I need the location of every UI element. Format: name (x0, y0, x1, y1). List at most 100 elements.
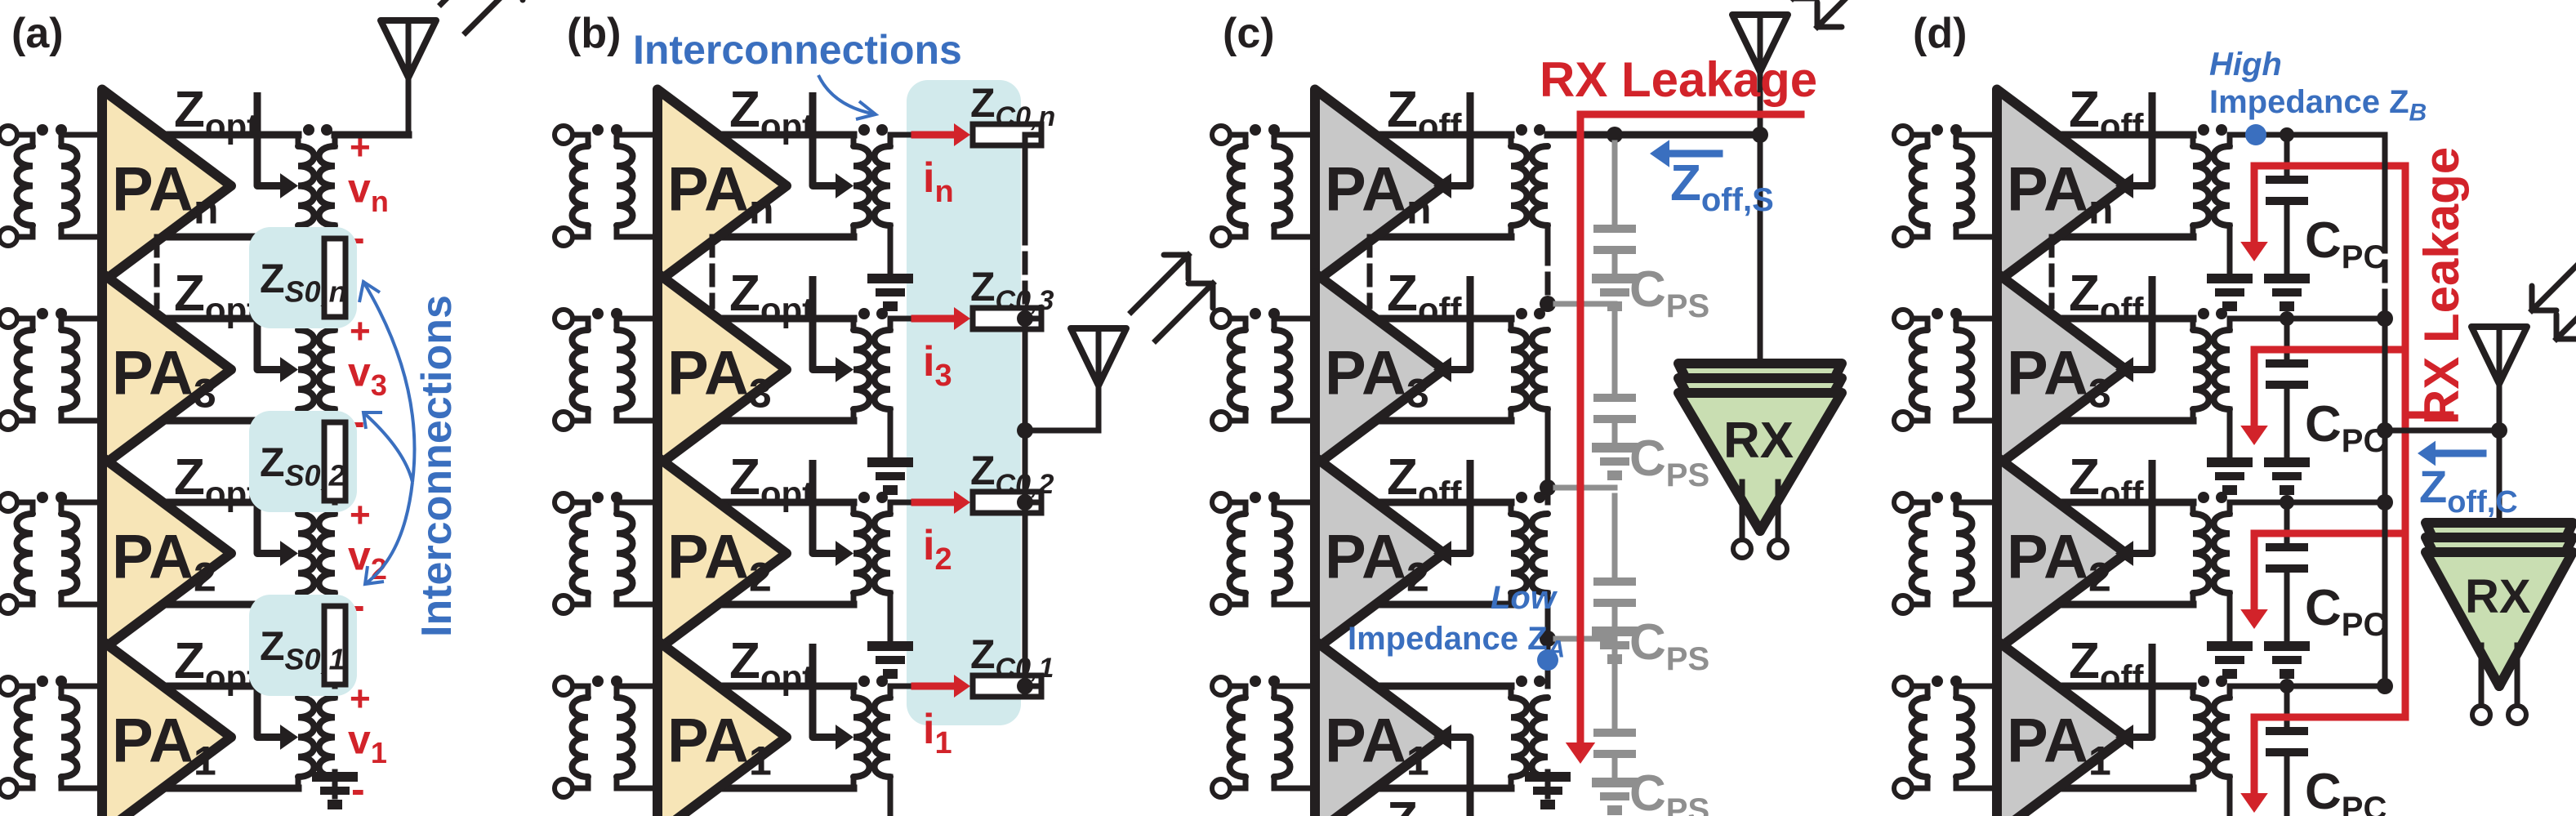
polarity-dot (2198, 492, 2209, 503)
ground-bar-2 (2215, 656, 2244, 664)
ground-symbol (867, 274, 913, 311)
pa-label-sub: 2 (194, 555, 216, 600)
wire (17, 409, 36, 424)
impedance-label-sub: opt (760, 106, 813, 145)
capacitor-label: CPS (1629, 614, 1709, 677)
ground-symbol (2264, 274, 2310, 311)
ground-bar-1 (2207, 457, 2253, 467)
leakage-arrow-head (2240, 609, 2268, 629)
pa-label: PAn (667, 155, 773, 233)
polarity-dot (2198, 308, 2209, 319)
pa-label-main: PA (2007, 523, 2088, 592)
wire (58, 777, 102, 791)
input-transformer-primary (13, 143, 36, 229)
impedance-label-main: Z (2069, 82, 2100, 138)
junction-dot (1540, 296, 1556, 312)
output-transformer-secondary (2210, 327, 2233, 412)
voltage-label: vn (348, 166, 389, 219)
pa-label-main: PA (1325, 707, 1406, 776)
capacitor-label-main: C (1629, 430, 1666, 487)
wire (17, 132, 36, 146)
panel-label: (a) (11, 10, 64, 57)
wire (613, 225, 657, 240)
wire (1953, 132, 1997, 146)
radiation-arrow (1127, 251, 1192, 316)
capacitor-plate-top (2266, 359, 2308, 368)
ground-bar-3 (1607, 470, 1622, 480)
impedance-label-main: Z (1387, 265, 1418, 322)
capacitor (1593, 729, 1636, 758)
pa-label-sub: 3 (1406, 371, 1429, 417)
interconnections-annotation: Interconnections (413, 295, 461, 637)
capacitor-label: CPS (1629, 430, 1709, 493)
current-label-sub: 1 (934, 726, 952, 760)
rx-block: RX (1674, 359, 1847, 560)
input-terminal-minus (1210, 225, 1232, 248)
wire (1450, 276, 1474, 373)
impedance-label-main: Z (729, 82, 760, 138)
input-transformer-secondary (58, 143, 81, 229)
incoming-arrow (1813, 0, 1848, 31)
output-transformer-secondary (1528, 143, 1551, 229)
combiner-impedance-label-main: Z (970, 80, 996, 126)
rx-triangle (2421, 547, 2576, 691)
input-terminal-minus (552, 593, 575, 616)
impedance-note-line2-main: Impedance Z (2209, 84, 2409, 120)
rx-leakage-label: RX Leakage (2414, 147, 2469, 425)
ground-bar-1 (1592, 778, 1638, 787)
wire (58, 315, 102, 330)
wire (613, 315, 657, 330)
capacitor (1593, 577, 1636, 607)
wire (1912, 409, 1931, 424)
pa-label-sub: 3 (2088, 371, 2111, 417)
current-label-main: i (923, 706, 934, 753)
pa-label-sub: n (2088, 187, 2114, 233)
wire (58, 593, 102, 608)
ground-bar-1 (1592, 274, 1638, 283)
output-transformer-primary (850, 327, 873, 412)
voltage-label-main: v (348, 166, 371, 212)
input-transformer-primary (1908, 327, 1931, 412)
pa-triangle (1310, 635, 1449, 816)
capacitor-label-main: C (1629, 261, 1666, 318)
wire (1230, 683, 1249, 698)
antenna-icon (2468, 262, 2576, 395)
wire (573, 132, 591, 146)
impedance-label-main: Z (2069, 633, 2100, 689)
output-transformer-secondary (315, 511, 338, 596)
polarity-dot (1932, 492, 1943, 503)
impedance-note-line2: Impedance ZA (1348, 621, 1565, 663)
wire (809, 460, 837, 557)
input-terminal-minus (1210, 777, 1232, 800)
wire (1271, 593, 1315, 608)
ground-bar-3 (328, 800, 342, 809)
ground-bar-2 (876, 472, 905, 480)
input-transformer-secondary (613, 511, 636, 596)
rx-label: RX (2465, 570, 2531, 623)
ground-bar-3 (2280, 301, 2294, 311)
wire (1912, 225, 1931, 240)
output-transformer-secondary (871, 327, 894, 412)
input-transformer-secondary (1271, 143, 1294, 229)
impedance-note-line1: High (2209, 47, 2282, 82)
annotation-arrow (817, 74, 876, 116)
capacitor-plate-top (2266, 176, 2308, 184)
polarity-dot (1250, 676, 1261, 687)
polarity-dot (876, 124, 888, 136)
voltage-label-main: v (348, 717, 371, 763)
impedance-note-line2: Impedance ZB (2209, 84, 2427, 127)
wire (613, 777, 657, 791)
impedance-label: Zopt (174, 449, 258, 512)
polarity-dot (37, 492, 48, 503)
polarity-dot (1250, 492, 1261, 503)
capacitor-label-sub: PC (2342, 239, 2387, 275)
polarity-dot (1516, 308, 1527, 319)
capacitor-label-main: C (1629, 614, 1666, 671)
pa-label-sub: 1 (194, 738, 216, 784)
wire (809, 92, 837, 190)
pa-label-main: PA (667, 155, 749, 225)
